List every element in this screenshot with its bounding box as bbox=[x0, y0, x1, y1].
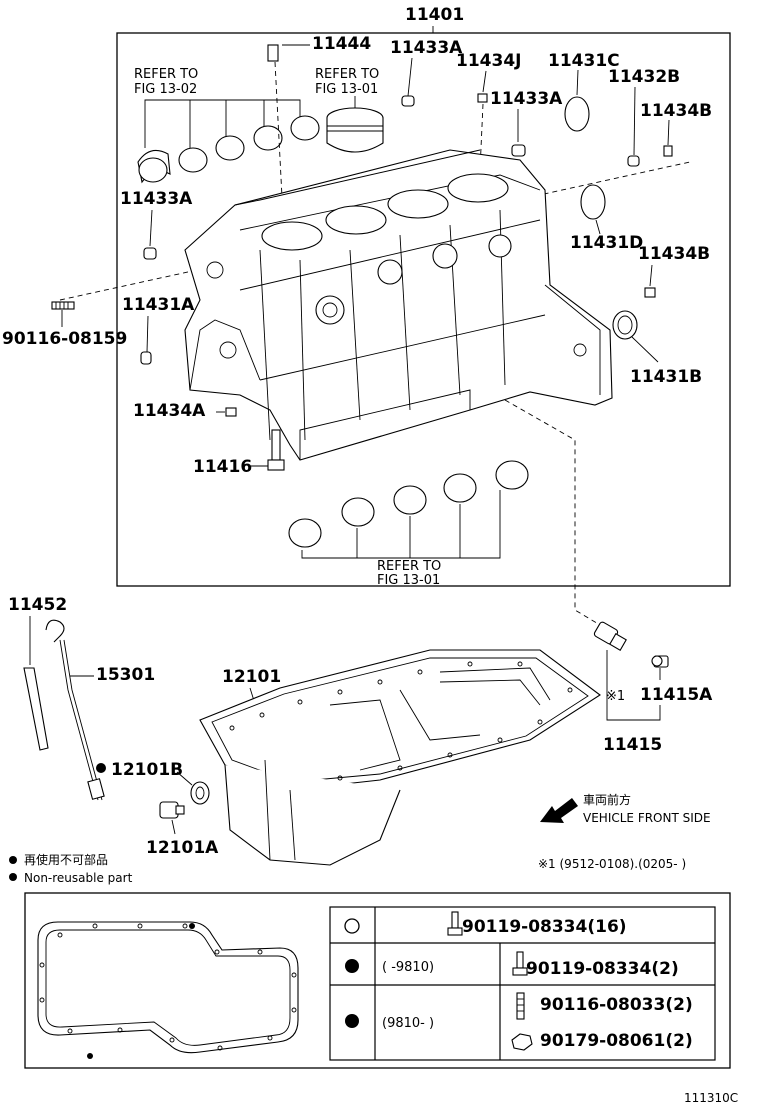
gasket-12101b[interactable] bbox=[190, 781, 210, 805]
label-11415[interactable]: 11415 bbox=[603, 735, 662, 755]
diagram-id: 111310C bbox=[684, 1091, 738, 1105]
refer-fig-13-01-top-line2: FIG 13-01 bbox=[315, 82, 378, 97]
refer-fig-13-01-bot-line1: REFER TO bbox=[377, 559, 441, 574]
direction-jp: 車両前方 bbox=[583, 792, 631, 807]
legend-jp: 再使用不可部品 bbox=[24, 852, 108, 867]
bolt-table-frame bbox=[24, 892, 731, 1069]
label-15301[interactable]: 15301 bbox=[96, 665, 155, 685]
label-11434j[interactable]: 11434J bbox=[456, 51, 521, 71]
label-11452[interactable]: 11452 bbox=[8, 595, 67, 615]
legend-en: Non-reusable part bbox=[24, 871, 133, 885]
label-11432b[interactable]: 11432B bbox=[608, 67, 680, 87]
label-11415a[interactable]: 11415A bbox=[640, 685, 713, 705]
non-reusable-marker-12101b bbox=[96, 763, 106, 773]
label-11401[interactable]: 11401 bbox=[405, 5, 464, 25]
table-row2-part[interactable]: 90119-08334(2) bbox=[526, 959, 679, 979]
label-11433a-top[interactable]: 11433A bbox=[390, 38, 463, 58]
plug-11444[interactable] bbox=[267, 44, 279, 62]
label-11416[interactable]: 11416 bbox=[193, 457, 252, 477]
plug-11432b[interactable] bbox=[627, 155, 640, 167]
pin-11434b-top[interactable] bbox=[663, 145, 673, 157]
plug-11431c[interactable] bbox=[564, 96, 590, 132]
label-11444[interactable]: 11444 bbox=[312, 34, 371, 54]
upper-bearing-shells[interactable] bbox=[137, 115, 320, 184]
label-12101a[interactable]: 12101A bbox=[146, 838, 219, 858]
oil-pan-gasket-outline[interactable] bbox=[37, 921, 299, 1059]
pin-11434b-mid[interactable] bbox=[644, 287, 656, 298]
drain-plug-12101a[interactable] bbox=[159, 801, 185, 819]
direction-en: VEHICLE FRONT SIDE bbox=[583, 811, 711, 825]
pin-11434a[interactable] bbox=[225, 407, 237, 417]
table-row2-range: ( -9810) bbox=[382, 960, 434, 975]
stud-icon-row3 bbox=[516, 992, 525, 1020]
table-row1-open-circle-icon bbox=[344, 918, 360, 934]
legend-filled-circle-icon-2 bbox=[9, 873, 17, 881]
plug-11433a-left[interactable] bbox=[143, 247, 157, 260]
table-row3-range: (9810- ) bbox=[382, 1016, 434, 1031]
table-row3-filled-circle-icon bbox=[345, 1014, 359, 1028]
label-12101[interactable]: 12101 bbox=[222, 667, 281, 687]
label-11434b-top[interactable]: 11434B bbox=[640, 101, 712, 121]
refer-fig-13-02-line1: REFER TO bbox=[134, 67, 198, 82]
oil-pan-12101[interactable] bbox=[199, 649, 601, 866]
label-90116-08159[interactable]: 90116-08159 bbox=[2, 329, 127, 349]
table-row3-part2[interactable]: 90179-08061(2) bbox=[540, 1031, 693, 1051]
bolt-11415[interactable] bbox=[593, 621, 627, 651]
label-11433a-mid[interactable]: 11433A bbox=[490, 89, 563, 109]
plug-11431b[interactable] bbox=[612, 310, 638, 340]
table-row2-filled-circle-icon bbox=[345, 959, 359, 973]
label-11431c[interactable]: 11431C bbox=[548, 51, 620, 71]
refer-fig-13-02-line2: FIG 13-02 bbox=[134, 82, 197, 97]
lower-bearing-shells[interactable] bbox=[288, 460, 529, 548]
label-11431b[interactable]: 11431B bbox=[630, 367, 702, 387]
stud-90116-08159[interactable] bbox=[51, 301, 75, 310]
plug-11415a[interactable] bbox=[651, 655, 669, 668]
label-11431d[interactable]: 11431D bbox=[570, 233, 643, 253]
plug-11433a-top[interactable] bbox=[401, 95, 415, 107]
cylinder-block[interactable] bbox=[184, 149, 613, 461]
pin-11434j[interactable] bbox=[477, 93, 488, 103]
legend-filled-circle-icon bbox=[9, 856, 17, 864]
plug-11433a-mid[interactable] bbox=[511, 144, 526, 157]
label-12101b[interactable]: 12101B bbox=[111, 760, 183, 780]
bolt-icon-row2 bbox=[512, 951, 528, 976]
label-11434a[interactable]: 11434A bbox=[133, 401, 206, 421]
refer-fig-13-01-top-line1: REFER TO bbox=[315, 67, 379, 82]
engine-block-frame bbox=[116, 32, 731, 587]
plug-11431a[interactable] bbox=[140, 351, 152, 365]
bolt-icon-row1 bbox=[447, 911, 463, 936]
plug-11431d[interactable] bbox=[580, 184, 606, 220]
piston[interactable] bbox=[326, 107, 384, 153]
dipstick-guide-11452[interactable] bbox=[23, 667, 49, 751]
label-11415a-mark: ※1 bbox=[606, 689, 625, 704]
table-row3-part1[interactable]: 90116-08033(2) bbox=[540, 995, 693, 1015]
nut-icon-row3 bbox=[511, 1033, 533, 1051]
vehicle-front-arrow-icon bbox=[540, 798, 578, 823]
label-11434b-mid[interactable]: 11434B bbox=[638, 244, 710, 264]
bolt-table bbox=[329, 906, 716, 1061]
table-row1-part[interactable]: 90119-08334(16) bbox=[462, 917, 627, 937]
dipstick-15301[interactable] bbox=[45, 619, 105, 801]
footnote-applicability: ※1 (9512-0108).(0205- ) bbox=[538, 857, 686, 871]
refer-fig-13-01-bot-line2: FIG 13-01 bbox=[377, 573, 440, 588]
label-11433a-left[interactable]: 11433A bbox=[120, 189, 193, 209]
label-11431a[interactable]: 11431A bbox=[122, 295, 195, 315]
bolt-11416[interactable] bbox=[267, 429, 285, 471]
